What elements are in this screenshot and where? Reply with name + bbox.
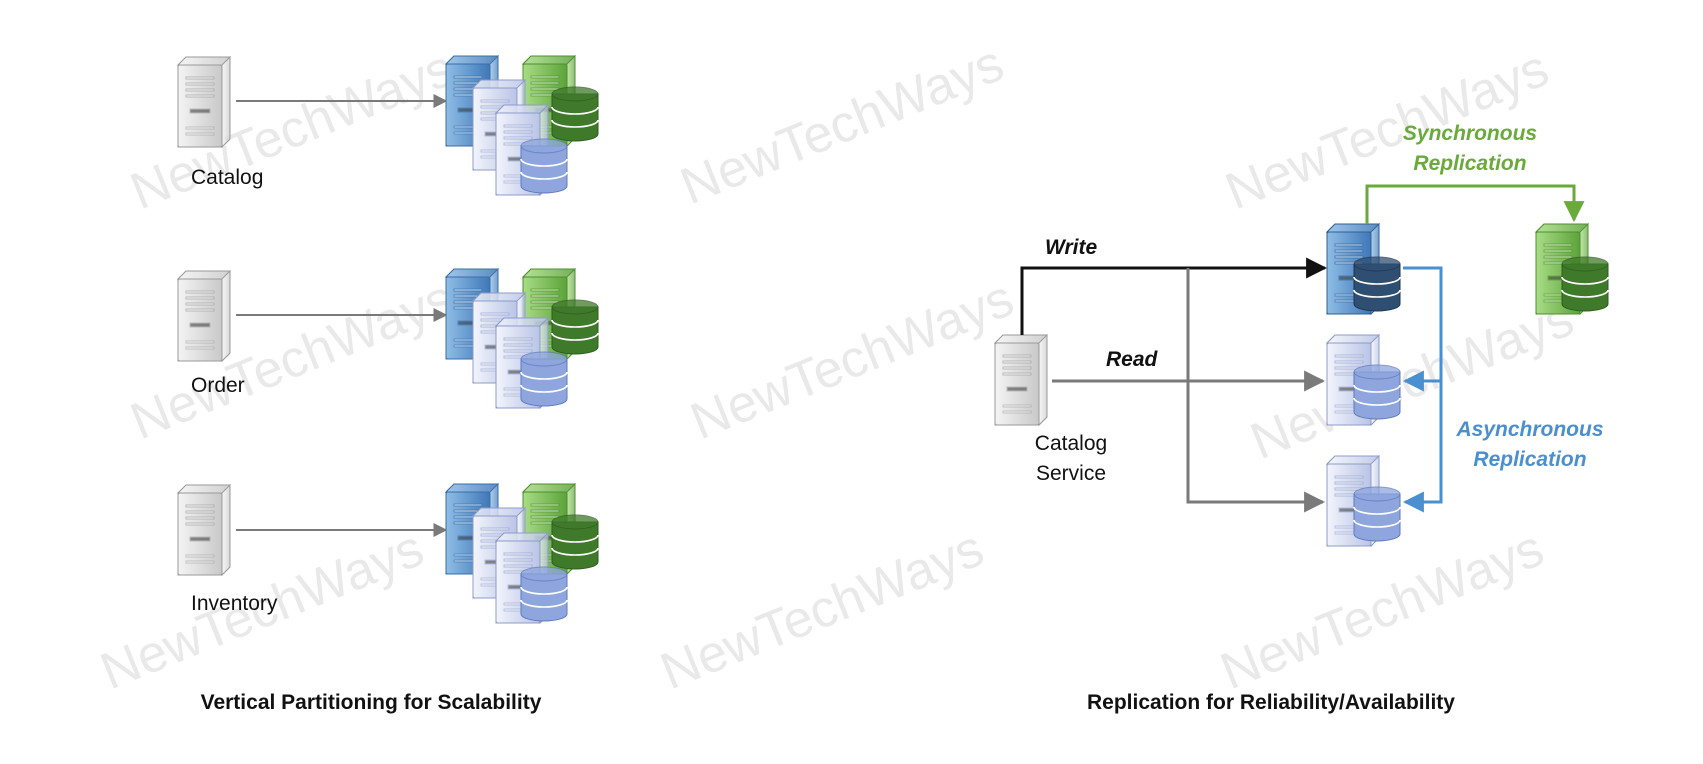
write-arrow	[1020, 257, 1328, 335]
catalog-server-icon	[177, 56, 231, 148]
sync-replication-arrow	[1365, 184, 1585, 224]
replication-panel: Catalog Service Write Read Synch	[994, 122, 1609, 714]
watermark: NewTechWays	[123, 269, 462, 451]
watermark: NewTechWays	[673, 34, 1012, 216]
database-cluster-icon	[445, 483, 599, 624]
partitioning-title: Vertical Partitioning for Scalability	[201, 691, 542, 714]
catalog-service-server-icon	[994, 334, 1048, 426]
primary-database-icon	[1326, 223, 1401, 315]
service-label-inventory: Inventory	[191, 592, 278, 615]
service-label-order: Order	[191, 374, 245, 397]
sync-label-line1: Synchronous	[1403, 122, 1537, 145]
async-label-line2: Replication	[1473, 448, 1586, 471]
sync-label-line2: Replication	[1413, 152, 1526, 175]
service-label-line2: Service	[1036, 462, 1106, 485]
async-replica-database-icon	[1326, 455, 1401, 547]
watermark: NewTechWays	[123, 39, 462, 221]
replication-title: Replication for Reliability/Availability	[1087, 691, 1455, 714]
database-cluster-icon	[445, 55, 599, 196]
read-label: Read	[1106, 348, 1159, 371]
partitioning-panel: Catalog Order Inventory	[177, 55, 599, 714]
database-cluster-icon	[445, 268, 599, 409]
read-arrow-secondary	[1186, 268, 1326, 513]
async-label-line1: Asynchronous	[1455, 418, 1603, 441]
service-label-line1: Catalog	[1035, 432, 1107, 455]
sync-replica-database-icon	[1535, 223, 1609, 315]
watermark: NewTechWays	[1213, 519, 1552, 701]
inventory-server-icon	[177, 484, 231, 576]
order-server-icon	[177, 270, 231, 362]
watermark: NewTechWays	[683, 269, 1022, 451]
write-label: Write	[1045, 236, 1097, 259]
service-label-catalog: Catalog	[191, 166, 263, 189]
async-replica-database-icon	[1326, 334, 1401, 426]
watermark: NewTechWays	[653, 519, 992, 701]
async-replication-arrow	[1402, 266, 1443, 513]
